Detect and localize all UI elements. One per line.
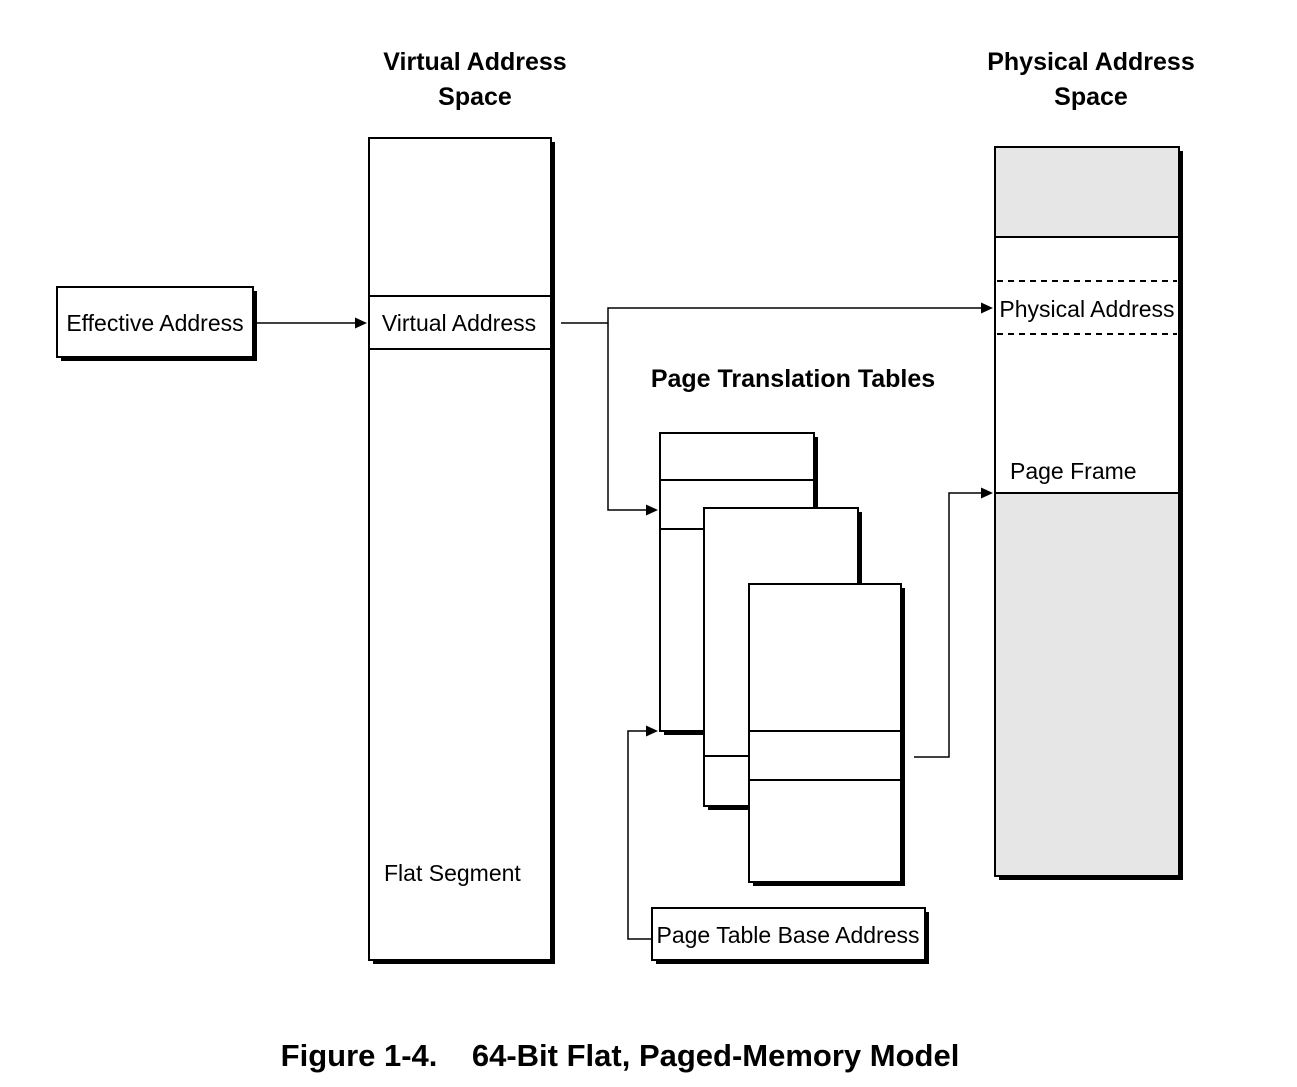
arrow-page-tables-to-page-frame (914, 487, 993, 758)
page-table-base-address-label: Page Table Base Address (657, 922, 920, 948)
page-table-front (748, 583, 905, 886)
arrow-virtual-to-physical (561, 302, 993, 324)
virtual-space-title-line2: Space (438, 83, 512, 111)
virtual-space-title-line1: Virtual Address (383, 48, 566, 76)
physical-space-title-line2: Space (1054, 83, 1128, 111)
arrow-effective-to-virtual (257, 317, 367, 329)
effective-address-box: Effective Address (56, 286, 257, 361)
virtual-address-label: Virtual Address (382, 310, 536, 336)
page-table-base-address-box: Page Table Base Address (651, 907, 929, 964)
shaded-region-bottom (994, 492, 1180, 877)
physical-address-space-column: Physical Address Page Frame (994, 146, 1183, 880)
figure-caption: Figure 1-4. 64-Bit Flat, Paged-Memory Mo… (281, 1038, 960, 1073)
effective-address-label: Effective Address (66, 310, 243, 336)
arrow-base-address-to-page-tables (627, 725, 658, 940)
page-frame-label: Page Frame (1010, 458, 1137, 484)
page-translation-tables-title: Page Translation Tables (651, 365, 935, 393)
virtual-address-space-column: Virtual Address Flat Segment (368, 137, 555, 964)
arrow-virtual-to-page-tables (607, 323, 658, 516)
flat-segment-label: Flat Segment (384, 860, 521, 886)
physical-address-label: Physical Address (999, 296, 1174, 322)
physical-space-title-line1: Physical Address (987, 48, 1195, 76)
shaded-region-top (994, 146, 1180, 238)
